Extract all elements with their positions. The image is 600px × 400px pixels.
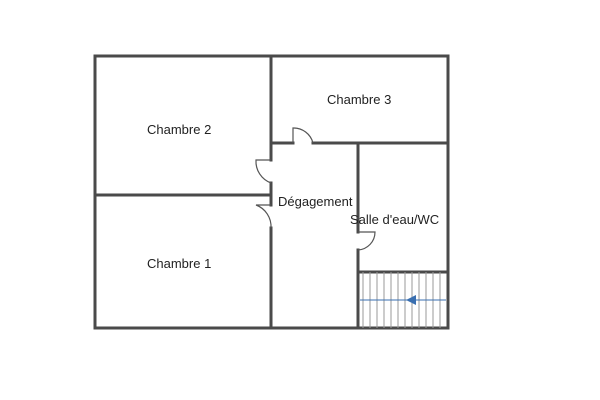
doors	[255, 127, 376, 251]
door-salle-eau	[357, 231, 376, 251]
room-label-chambre-3: Chambre 3	[327, 92, 392, 107]
stair-direction-arrow	[360, 295, 446, 305]
door-chambre1	[255, 204, 272, 229]
room-label-salle-eau: Salle d'eau/WC	[350, 212, 440, 227]
room-label-degagement: Dégagement	[278, 194, 353, 209]
door-chambre2	[255, 159, 272, 184]
room-label-chambre-1: Chambre 1	[147, 256, 212, 271]
door-chambre3	[292, 127, 314, 144]
stair-arrowhead	[406, 295, 416, 305]
room-label-chambre-2: Chambre 2	[147, 122, 212, 137]
walls	[93, 54, 450, 330]
